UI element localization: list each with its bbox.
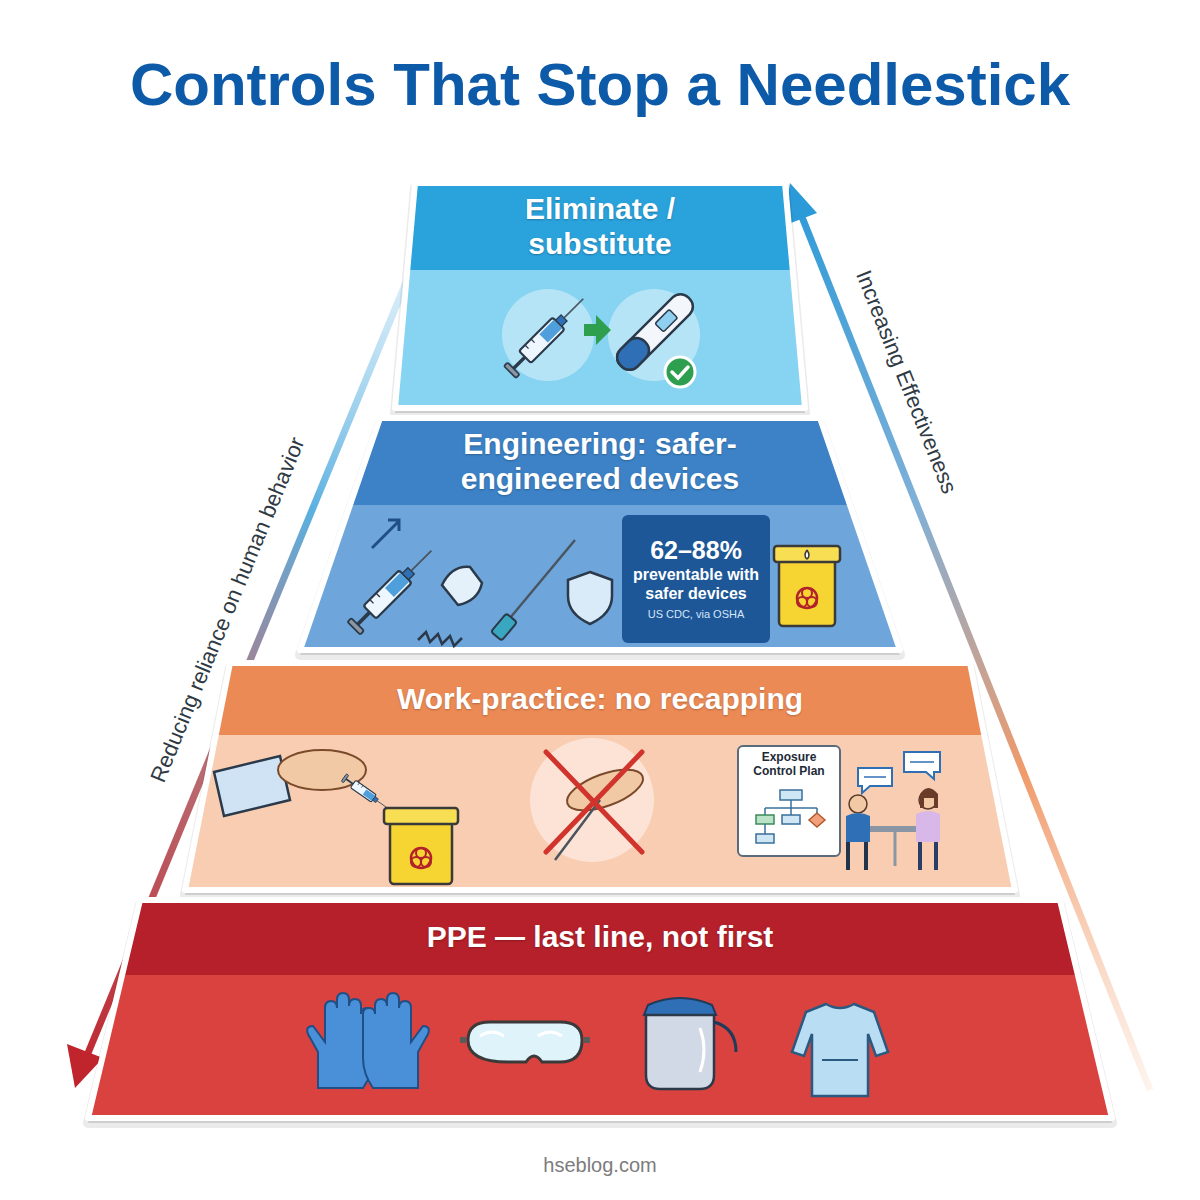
pyramid-tier: Eliminate / substitute <box>395 183 805 408</box>
box-text: preventable with safer devices <box>628 566 764 603</box>
tier-header-wrap: Eliminate / substitute <box>395 183 805 270</box>
tier-heading: PPE — last line, not first <box>427 920 774 955</box>
stat-callout: 62–88%preventable with safer devices US C… <box>622 515 770 643</box>
plan-board: Exposure Control Plan <box>737 745 841 857</box>
pyramid-tier: PPE — last line, not first <box>88 900 1112 1118</box>
watermark-wrap: hseblog.com <box>543 1153 656 1177</box>
watermark: hseblog.com <box>543 1153 656 1177</box>
tier-outline <box>300 418 900 650</box>
tier-body <box>395 183 805 408</box>
tier-header-band <box>216 663 985 735</box>
tier-body <box>185 663 1015 890</box>
box-text: 62–88% <box>650 537 742 565</box>
pyramid-tier: Work-practice: no recappingExposure Cont… <box>185 663 1015 890</box>
tier-header-band <box>122 900 1078 975</box>
tier-outline <box>88 900 1112 1118</box>
box-text: Exposure Control Plan <box>743 751 835 779</box>
tier-outline <box>395 183 805 408</box>
box-text: US CDC, via OSHA <box>648 608 745 621</box>
tier-body <box>300 418 900 650</box>
tier-outline <box>185 663 1015 890</box>
title: Controls That Stop a Needlestick <box>130 52 1070 118</box>
tier-body <box>88 900 1112 1118</box>
tier-header-wrap: Work-practice: no recapping <box>185 663 1015 735</box>
tier-header-band <box>407 183 792 270</box>
axis-label: Increasing Effectiveness <box>850 267 963 498</box>
tier-heading: Work-practice: no recapping <box>397 682 803 717</box>
title-wrap: Controls That Stop a Needlestick <box>0 52 1200 118</box>
tier-header-wrap: Engineering: safer-engineered devices <box>300 418 900 505</box>
pyramid-tier: Engineering: safer-engineered devices 62–… <box>300 418 900 650</box>
tier-header-wrap: PPE — last line, not first <box>88 900 1112 975</box>
tier-heading: Eliminate / substitute <box>455 192 745 261</box>
tier-header-band <box>350 418 850 505</box>
tier-heading: Engineering: safer-engineered devices <box>390 427 810 496</box>
axis-label-wrap: Increasing Effectiveness <box>850 267 963 498</box>
